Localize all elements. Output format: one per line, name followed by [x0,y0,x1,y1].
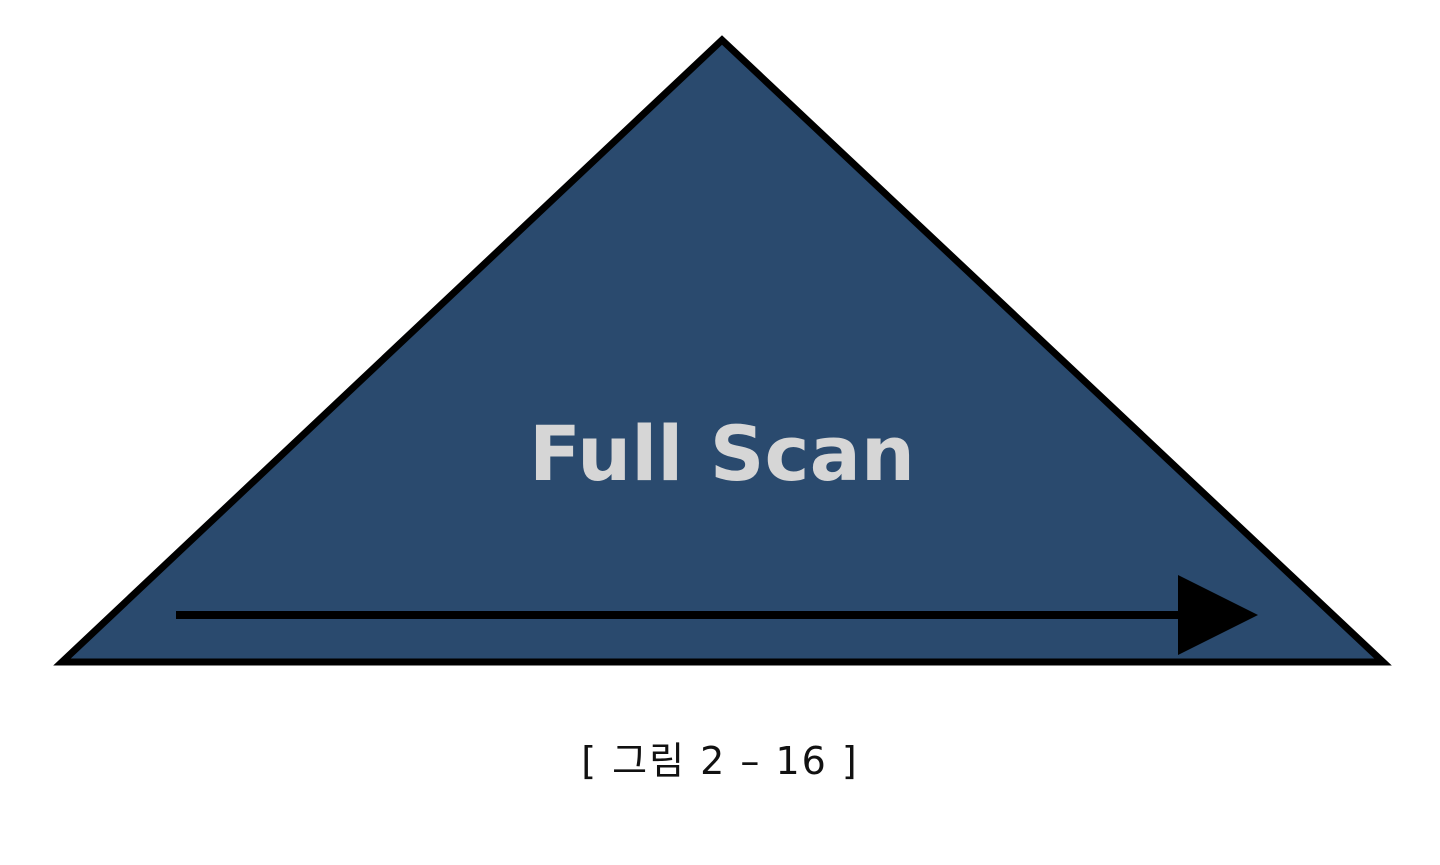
triangle-label: Full Scan [529,409,915,498]
figure-caption: [ 그림 2 – 16 ] [581,739,859,783]
triangle-shape [53,35,1392,666]
full-scan-diagram: Full Scan [53,35,1392,666]
